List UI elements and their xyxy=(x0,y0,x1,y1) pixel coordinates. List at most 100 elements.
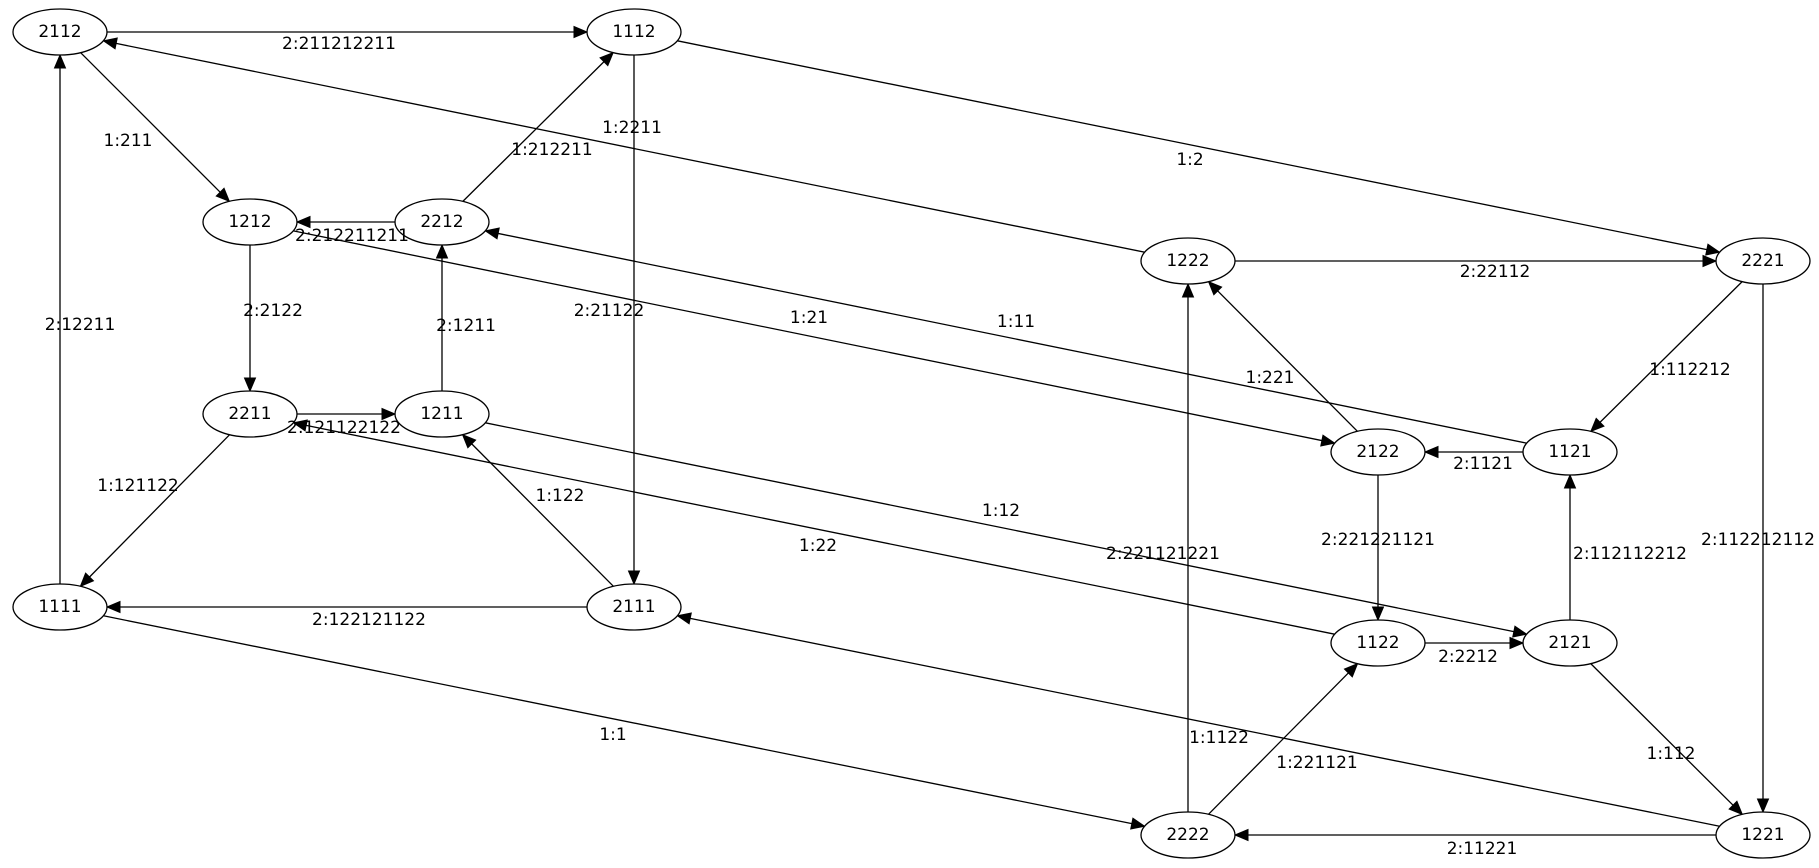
edge-label: 2:211212211 xyxy=(282,34,396,54)
arrowhead-icon xyxy=(1512,625,1528,638)
arrowhead-icon xyxy=(1423,445,1439,459)
edge-2221-to-1221 xyxy=(1756,284,1770,814)
node-ellipse xyxy=(1522,619,1618,667)
arrowhead-icon xyxy=(573,25,589,39)
node-2212: 2212 xyxy=(394,198,490,246)
edge-line xyxy=(103,615,1132,825)
node-2211: 2211 xyxy=(202,390,298,438)
edge-2221-to-1121 xyxy=(1589,281,1743,433)
edge-label: 1:1 xyxy=(599,725,626,745)
edge-line xyxy=(485,422,1514,633)
edge-line xyxy=(1599,281,1743,423)
node-2222: 2222 xyxy=(1140,811,1236,859)
edge-1112-to-2111 xyxy=(627,55,641,586)
edge-line xyxy=(306,424,1335,635)
edge-2111-to-1111 xyxy=(105,600,587,614)
node-label: 2212 xyxy=(420,212,463,232)
edge-label: 1:11 xyxy=(997,312,1035,332)
edge-1222-to-2112 xyxy=(102,37,1145,253)
node-ellipse xyxy=(12,8,108,56)
arrowhead-icon xyxy=(1756,798,1770,814)
edge-label: 1:211 xyxy=(104,131,153,151)
arrowhead-icon xyxy=(292,419,308,432)
arrowhead-icon xyxy=(1343,662,1359,678)
arrowhead-icon xyxy=(484,227,500,240)
arrowhead-icon xyxy=(1130,817,1146,830)
edge-label: 1:22 xyxy=(799,536,837,556)
edge-label: 2:221121221 xyxy=(1106,544,1220,564)
edge-line xyxy=(497,232,1527,444)
edge-2211-to-1111 xyxy=(79,434,231,588)
arrowhead-icon xyxy=(1702,254,1718,268)
node-1111: 1111 xyxy=(12,583,108,631)
edge-label: 1:21 xyxy=(790,308,828,328)
edge-1212-to-2122 xyxy=(293,230,1336,447)
edge-label: 2:212211211 xyxy=(295,226,409,246)
node-2121: 2121 xyxy=(1522,619,1618,667)
edge-1121-to-2122 xyxy=(1423,445,1523,459)
node-ellipse xyxy=(1715,811,1811,859)
node-ellipse xyxy=(12,583,108,631)
node-label: 2222 xyxy=(1166,825,1209,845)
node-ellipse xyxy=(1330,619,1426,667)
edge-label: 1:12 xyxy=(982,501,1020,521)
node-label: 1221 xyxy=(1741,825,1784,845)
arrowhead-icon xyxy=(1371,606,1385,622)
edge-label: 1:112 xyxy=(1647,744,1696,764)
arrowhead-icon xyxy=(1233,828,1249,842)
edge-1122-to-2211 xyxy=(292,419,1335,635)
edge-1222-to-2221 xyxy=(1235,254,1718,268)
edge-line xyxy=(1208,672,1349,815)
arrowhead-icon xyxy=(1728,800,1744,816)
arrowhead-icon xyxy=(627,570,641,586)
arrowhead-icon xyxy=(599,51,615,67)
arrowhead-icon xyxy=(105,600,121,614)
edge-label: 2:122121122 xyxy=(312,610,426,630)
edge-label: 1:112212 xyxy=(1649,360,1730,380)
edge-line xyxy=(116,42,1145,253)
arrowhead-icon xyxy=(381,407,397,421)
node-2221: 2221 xyxy=(1715,237,1811,285)
edge-line xyxy=(293,230,1323,442)
node-label: 1212 xyxy=(228,212,271,232)
edge-label: 2:12211 xyxy=(45,315,116,335)
edge-2111-to-1211 xyxy=(461,433,614,587)
arrowhead-icon xyxy=(243,377,257,393)
arrowhead-icon xyxy=(1320,434,1336,447)
node-1221: 1221 xyxy=(1715,811,1811,859)
edge-label: 2:1121 xyxy=(1453,454,1513,474)
edge-label: 1:121122 xyxy=(97,476,178,496)
arrowhead-icon xyxy=(215,187,231,203)
edge-1211-to-2121 xyxy=(485,422,1528,638)
edge-2222-to-1222 xyxy=(1181,282,1195,812)
edge-label: 2:112112212 xyxy=(1573,544,1687,564)
node-label: 1111 xyxy=(38,597,81,617)
node-2122: 2122 xyxy=(1330,428,1426,476)
node-ellipse xyxy=(1140,811,1236,859)
node-ellipse xyxy=(586,8,682,56)
edge-layer xyxy=(53,25,1770,842)
arrowhead-icon xyxy=(1589,417,1605,433)
node-1122: 1122 xyxy=(1330,619,1426,667)
edge-line xyxy=(462,61,605,202)
node-label: 1211 xyxy=(420,404,463,424)
arrowhead-icon xyxy=(1181,282,1195,298)
node-label: 1112 xyxy=(612,22,655,42)
edge-2112-to-1112 xyxy=(107,25,589,39)
node-label: 2121 xyxy=(1548,633,1591,653)
edge-label: 2:121122122 xyxy=(287,418,401,438)
node-ellipse xyxy=(1715,237,1811,285)
edge-line xyxy=(677,40,1707,251)
edge-line xyxy=(1217,290,1358,432)
edge-1111-to-2222 xyxy=(103,615,1146,830)
edge-line xyxy=(690,617,1720,827)
edge-1111-to-2112 xyxy=(53,53,67,584)
edge-2122-to-1122 xyxy=(1371,475,1385,622)
arrowhead-icon xyxy=(1563,473,1577,489)
edge-2212-to-1112 xyxy=(462,51,615,202)
node-2112: 2112 xyxy=(12,8,108,56)
edge-label: 1:2 xyxy=(1176,150,1203,170)
edge-2121-to-1221 xyxy=(1590,663,1744,816)
